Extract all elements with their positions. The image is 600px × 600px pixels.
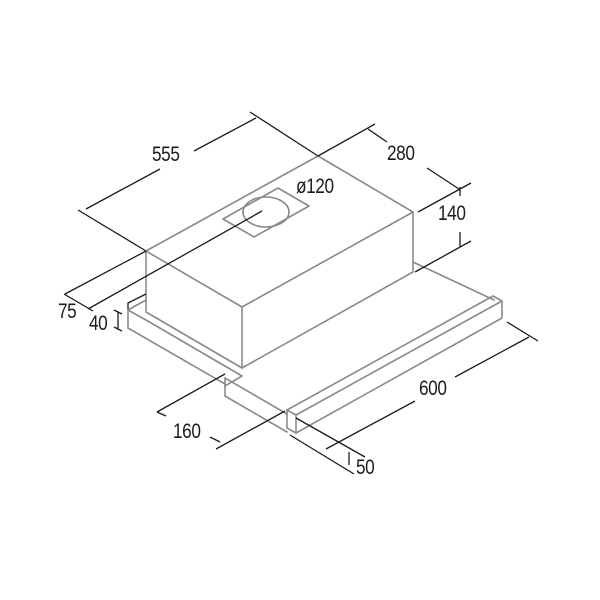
duct-outlet: [222, 187, 310, 238]
label-extraction-depth: 160: [173, 420, 201, 443]
dim-40: [113, 293, 147, 332]
dim-75: [63, 210, 263, 312]
label-width-body: 555: [152, 143, 180, 166]
label-total-width: 600: [419, 377, 447, 400]
label-offset-left: 75: [58, 300, 77, 323]
dim-140: [414, 187, 472, 273]
dim-50: [289, 417, 366, 475]
label-depth-body: 280: [387, 142, 415, 165]
dim-160: [156, 373, 286, 450]
dim-600: [325, 321, 539, 450]
label-base-height: 40: [89, 312, 108, 335]
label-height-body: 140: [438, 202, 466, 225]
label-front-panel-depth: 50: [356, 456, 375, 479]
label-duct-diameter: ø120: [296, 175, 334, 198]
hood-body-outline: [145, 155, 414, 369]
base-plate: [127, 261, 495, 433]
dim-280: [317, 123, 472, 213]
dim-555: [77, 111, 319, 252]
